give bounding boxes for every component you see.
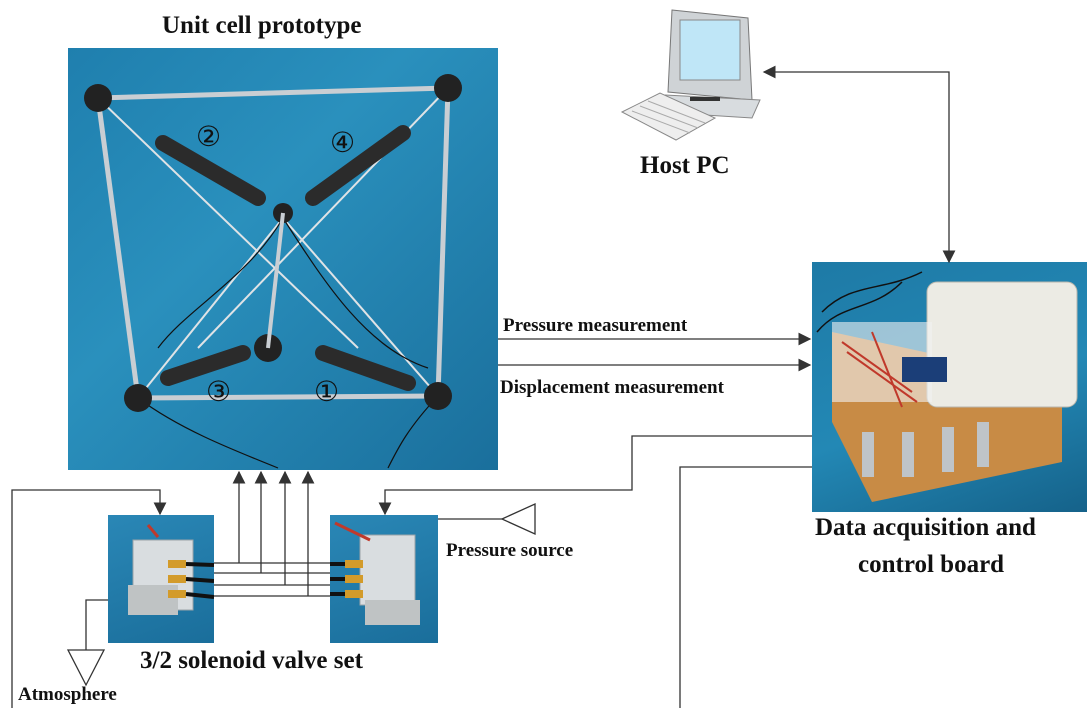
valve-right-photo — [330, 515, 438, 643]
actuator-3-label: ③ — [206, 375, 232, 408]
daq-label-line1: Data acquisition and — [815, 514, 1036, 541]
actuator-2-label: ② — [196, 120, 222, 153]
host-pc-label: Host PC — [640, 152, 730, 179]
computer-icon — [620, 9, 761, 141]
valve-left-photo — [108, 515, 214, 643]
valve-left-drawing — [128, 524, 214, 615]
pressure-source-icon — [500, 502, 536, 536]
actuator-1-label: ① — [314, 375, 340, 408]
valve-right-drawing — [330, 521, 420, 625]
unit-cell-photo: ② ④ ③ ① — [68, 48, 498, 470]
unit-cell-drawing — [84, 74, 462, 469]
pressure-measurement-label: Pressure measurement — [503, 315, 688, 336]
atmosphere-label: Atmosphere — [18, 684, 117, 705]
actuator-4-label: ④ — [330, 126, 356, 159]
displacement-measurement-label: Displacement measurement — [500, 377, 724, 398]
daq-label-line2: control board — [858, 551, 1005, 578]
unit-cell-title: Unit cell prototype — [162, 12, 362, 39]
daq-board-photo — [812, 262, 1087, 512]
pressure-source-label: Pressure source — [446, 540, 574, 561]
solenoid-valve-label: 3/2 solenoid valve set — [140, 647, 363, 674]
atmosphere-icon — [66, 649, 106, 687]
daq-board-drawing — [816, 271, 1078, 502]
